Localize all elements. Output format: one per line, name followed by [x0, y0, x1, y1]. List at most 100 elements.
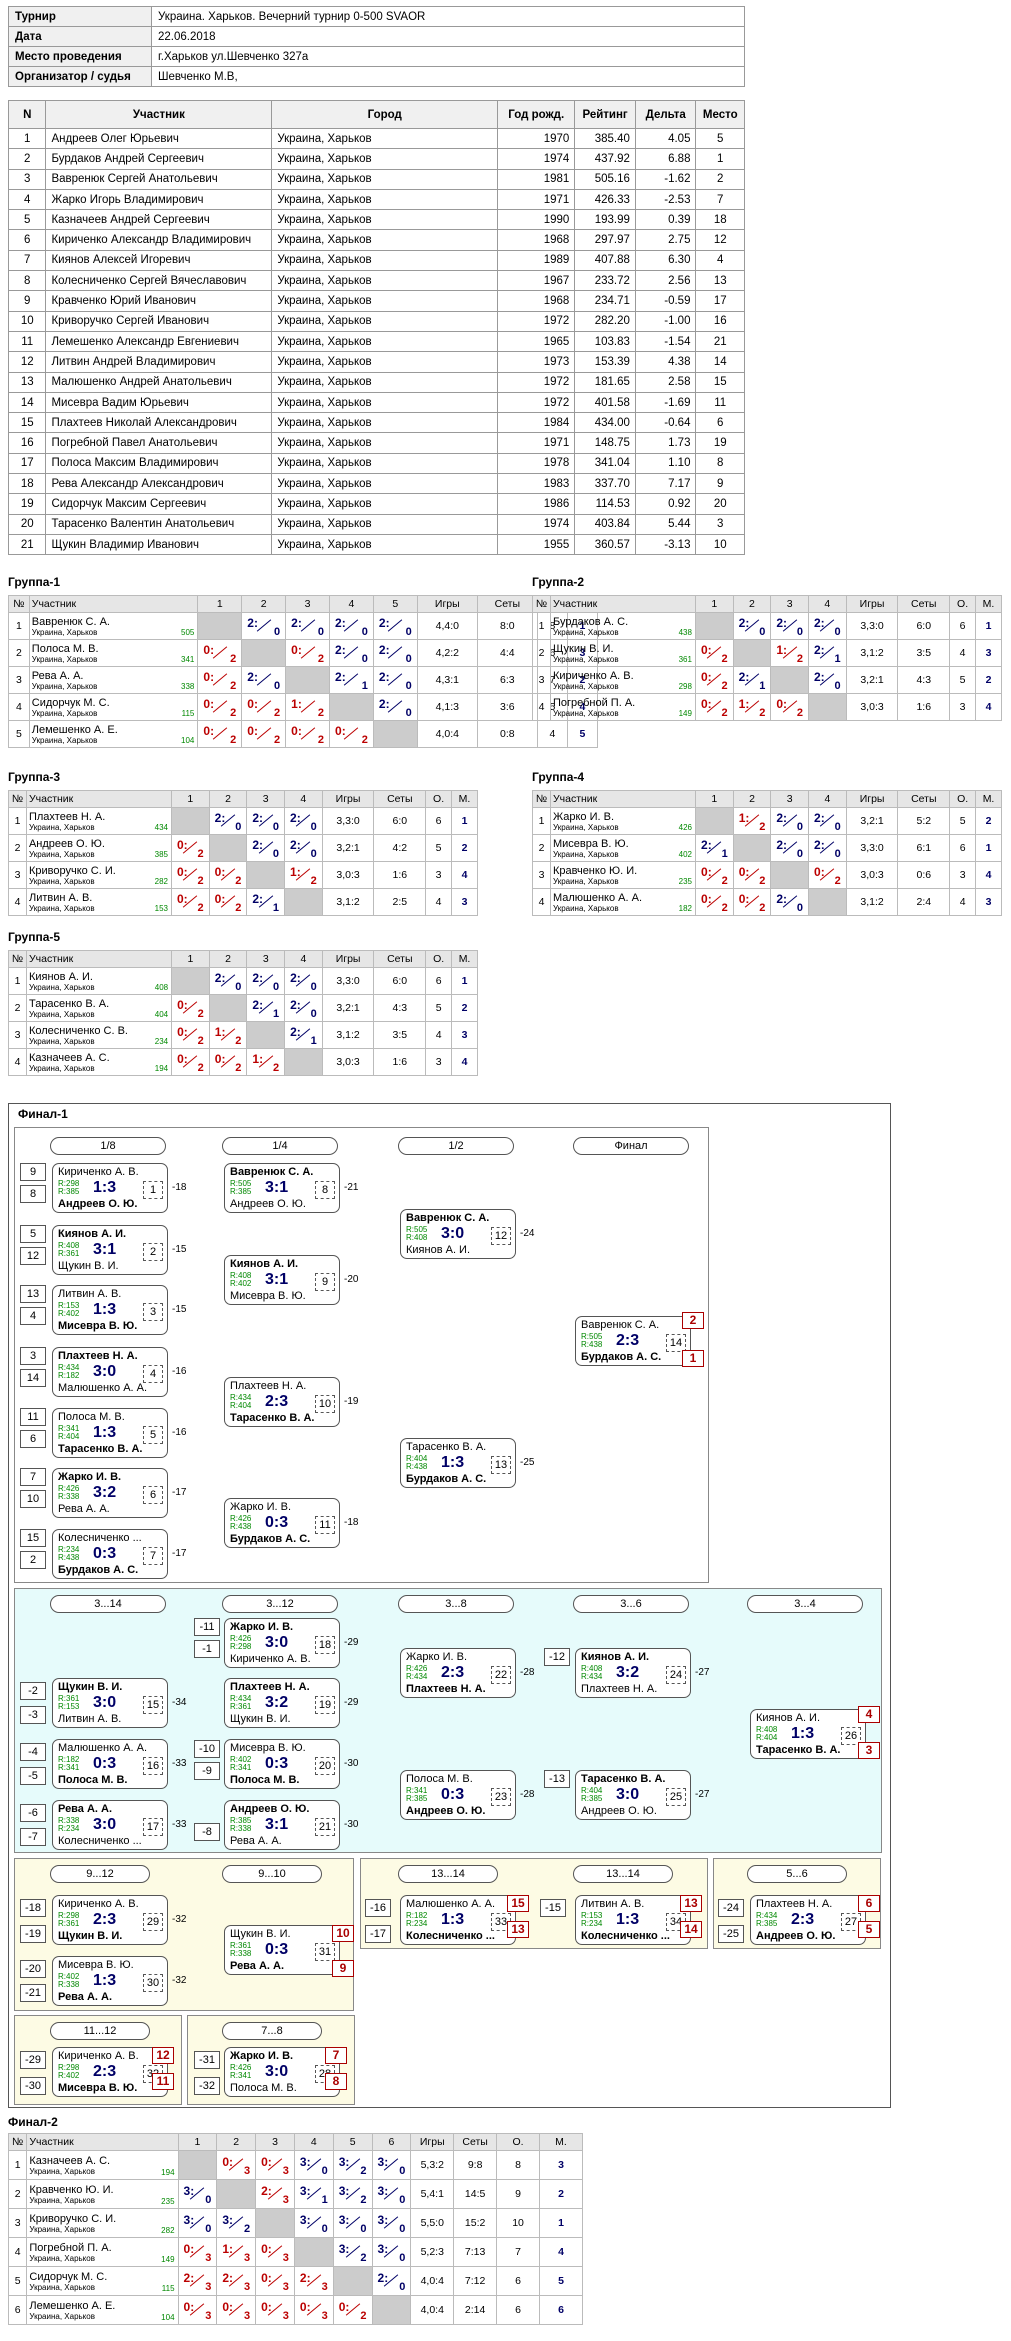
seed-number: 10 [20, 1490, 46, 1508]
place-cell: 1 [538, 2208, 584, 2238]
incoming-slot: -8 [194, 1823, 220, 1841]
score-cell: 0:2 [694, 693, 734, 721]
rating-top: R:434 [756, 1911, 778, 1920]
score: 2:0 [212, 808, 245, 834]
participant-city: Украина, Харьков [29, 2195, 95, 2205]
match-number: 10 [315, 1395, 335, 1413]
player-bottom: Бурдаков А. С. [581, 1351, 662, 1363]
cell: 7 [7, 249, 47, 272]
score: 3:0 [375, 2181, 409, 2207]
participant-name: Плахтеев Н. А. [28, 810, 106, 823]
participant-city: Украина, Харьков [29, 2166, 95, 2176]
loser-destination: -15 [172, 1304, 187, 1315]
score: 2:0 [773, 613, 806, 639]
participant-city: Украина, Харьков [28, 849, 95, 859]
score-cell: 2:0 [808, 807, 847, 835]
games-cell: 3,0:3 [321, 1048, 375, 1076]
incoming-slot: -17 [365, 1925, 391, 1943]
rating-top: R:434 [230, 1694, 252, 1703]
cell: Рева Александр Александрович [45, 473, 273, 495]
cell: Сидорчук Максим Сергеевич [45, 493, 273, 515]
games-cell: 3,1:2 [321, 1021, 375, 1049]
final-place: 6 [858, 1895, 880, 1912]
loser-destination: -20 [344, 1274, 359, 1285]
score-cell [808, 888, 847, 916]
final1-title: Финал-1 [18, 1107, 68, 1121]
cell: 385.40 [574, 127, 636, 150]
loser-destination: -18 [344, 1517, 359, 1528]
games-cell: 4,0:4 [416, 720, 478, 748]
score-right: 2 [197, 875, 204, 887]
score-left: 2: [776, 892, 788, 906]
score-right: 2 [230, 707, 237, 719]
participant-rating: 153 [154, 904, 168, 913]
score-right: 2 [274, 707, 281, 719]
cell: 1971 [497, 188, 576, 211]
place-cell: 2 [451, 834, 478, 862]
score-right: 3 [205, 2281, 212, 2293]
rating-bottom: R:438 [230, 1522, 252, 1531]
match-score: 3:0 [93, 1694, 117, 1711]
group-title: Группа-2 [532, 575, 585, 589]
score-cell: 1:2 [246, 1048, 286, 1076]
round-label: 5...6 [747, 1865, 847, 1883]
rating-top: R:341 [58, 1424, 80, 1433]
score-right: 0 [361, 653, 368, 665]
sets-cell: 4:3 [373, 994, 427, 1022]
column-header: Сеты [373, 950, 427, 968]
match-score: 1:3 [93, 1972, 117, 1989]
rating-bottom: R:234 [406, 1919, 428, 1928]
cell: 341.04 [574, 452, 636, 475]
cell: 1.10 [634, 452, 697, 475]
participant-name: Казначеев А. С. [28, 1051, 110, 1064]
points-cell: 6 [496, 2266, 540, 2296]
score: 3:1 [297, 2181, 331, 2207]
participant-name: Мисевра В. Ю. [552, 837, 629, 850]
score-left: 1: [214, 1025, 226, 1039]
participant-rating: 341 [181, 655, 195, 664]
cell: 11 [695, 391, 745, 414]
rating-top: R:408 [581, 1664, 603, 1673]
cell: 5.44 [634, 513, 697, 535]
score-cell [694, 612, 734, 640]
score-right: 2 [721, 875, 728, 887]
cell: Полоса Максим Владимирович [45, 452, 273, 475]
score: 1:3 [219, 2239, 253, 2265]
score-left: 3: [183, 2184, 195, 2198]
match-number: 3 [143, 1303, 163, 1321]
points-cell: 7 [496, 2237, 540, 2267]
player-top: Мисевра В. Ю. [58, 1959, 134, 1971]
cell: 12 [695, 229, 745, 251]
score-right: 0 [321, 2223, 328, 2235]
cell: 114.53 [574, 493, 636, 515]
cell: 10 [695, 533, 745, 556]
score-cell: 2:0 [208, 967, 248, 995]
cell: 1973 [497, 351, 576, 373]
rating-top: R:298 [58, 1911, 80, 1920]
score-cell: 3:0 [371, 2179, 412, 2209]
sets-cell: 3:5 [897, 639, 951, 667]
score-cell: 2:0 [372, 693, 418, 721]
participant-rating: 115 [181, 709, 195, 718]
cell: 0.92 [634, 493, 697, 515]
incoming-slot: -21 [20, 1984, 46, 2002]
cell: Украина, Харьков [271, 229, 499, 251]
score-cell: 2:0 [329, 639, 374, 667]
rating-bottom: R:385 [58, 1187, 80, 1196]
score-right: 3 [244, 2165, 251, 2177]
score-left: 0: [700, 670, 712, 684]
games-cell: 3,2:1 [321, 994, 375, 1022]
player-top: Малюшенко А. А. [58, 1742, 148, 1754]
score-left: 2: [378, 670, 390, 684]
score-cell [807, 693, 847, 721]
sets-cell: 2:4 [897, 888, 951, 916]
match-number: 8 [315, 1181, 335, 1199]
cell: 1971 [497, 432, 576, 454]
player-top: Колесниченко ... [58, 1532, 142, 1544]
